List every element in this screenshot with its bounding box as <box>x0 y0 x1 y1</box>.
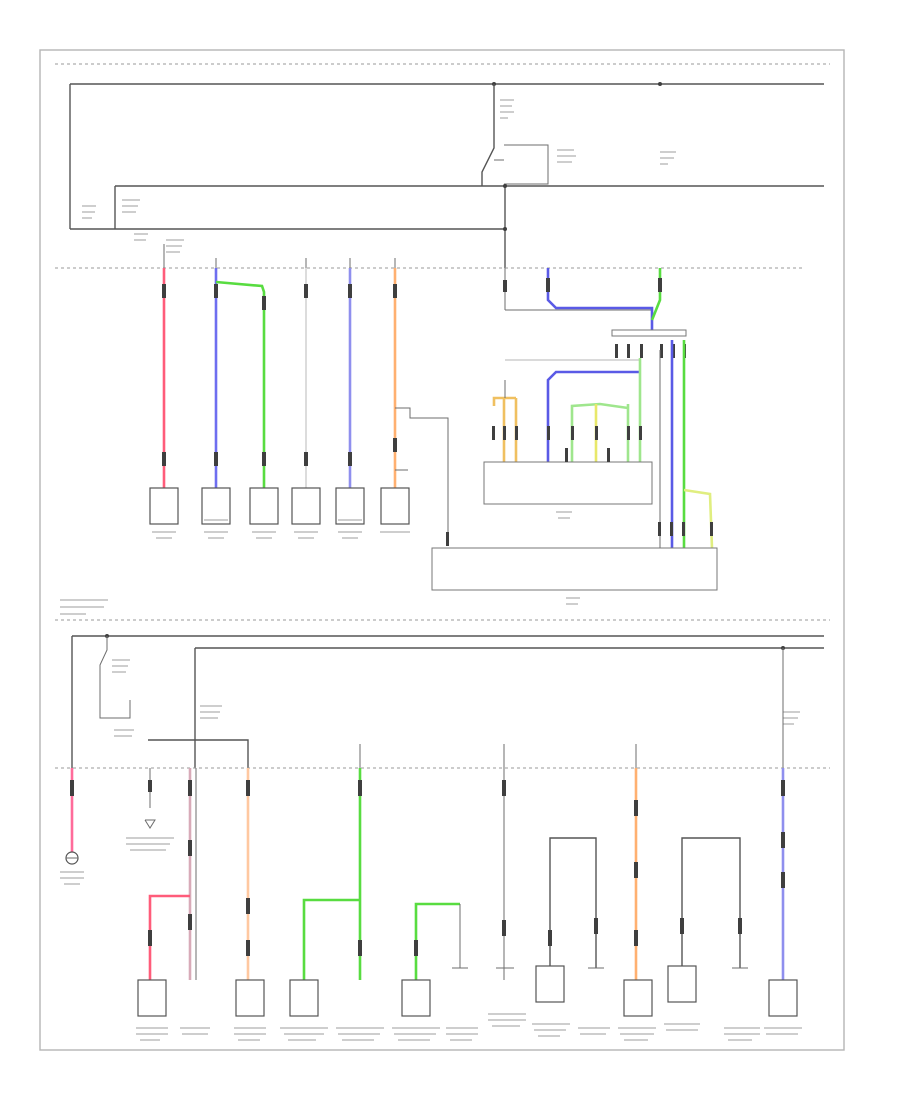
section-title-marks <box>60 599 108 615</box>
diagram-frame <box>39 49 845 1051</box>
upper-fuse-box-section <box>55 63 830 269</box>
component-box-4 <box>291 487 321 525</box>
component-box-1 <box>149 487 179 525</box>
component-box-11 <box>535 965 565 1003</box>
lower-connector-marks <box>70 780 785 956</box>
wire-blue-loop <box>546 370 640 462</box>
ecu-connector-box <box>431 547 718 591</box>
component-box-8 <box>235 979 265 1017</box>
component-box-6 <box>380 487 410 525</box>
junction-pins <box>615 344 686 358</box>
component-box-7 <box>137 979 167 1017</box>
module-connector-box <box>483 461 653 505</box>
diode-icon <box>144 819 156 829</box>
junction-connector-block <box>611 329 687 337</box>
component-box-3 <box>249 487 279 525</box>
connector-marks <box>162 284 397 466</box>
fusible-link-icon <box>99 636 131 719</box>
lower-components <box>136 965 802 1041</box>
wire-blue-junction <box>546 268 654 330</box>
component-box-14 <box>768 979 798 1017</box>
fuse-label-marks <box>82 99 676 253</box>
relay-switch-icon <box>481 138 495 186</box>
wire-green <box>215 280 266 488</box>
component-box-12 <box>623 979 653 1017</box>
component-box-2 <box>201 487 231 525</box>
upper-components <box>149 487 410 539</box>
lower-right-pins <box>446 522 713 546</box>
lower-circuits <box>60 744 802 1041</box>
lower-fuse-section <box>55 599 830 769</box>
component-box-10 <box>401 979 431 1017</box>
component-box-5 <box>335 487 365 525</box>
module-pins <box>492 426 642 462</box>
component-box-13 <box>667 965 697 1003</box>
component-box-9 <box>289 979 319 1017</box>
upper-circuits <box>149 244 718 605</box>
